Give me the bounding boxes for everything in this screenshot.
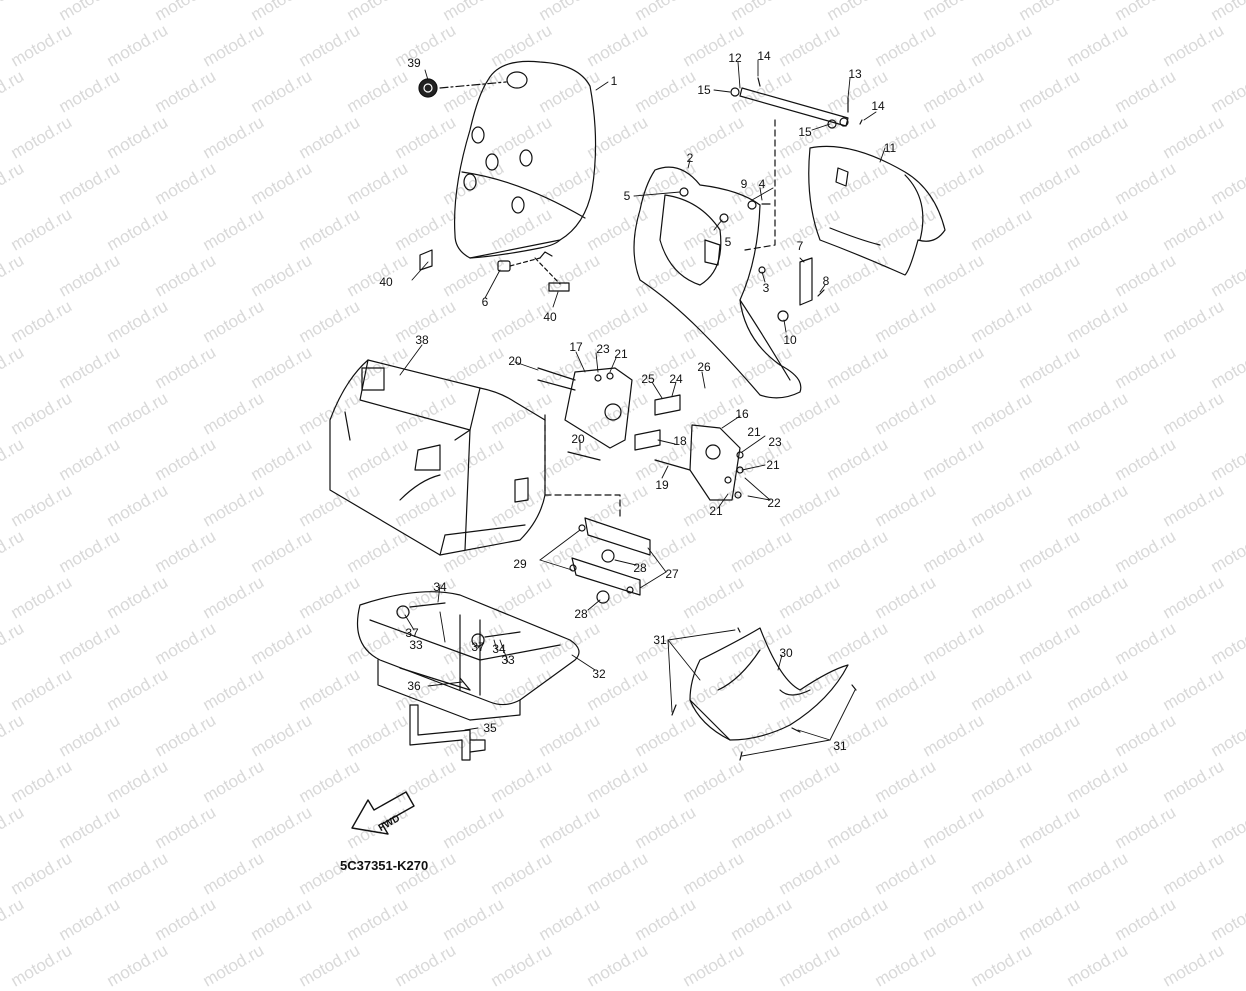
callout-number: 38 xyxy=(415,333,429,347)
callout-number: 39 xyxy=(407,56,421,70)
part-mount-plate-27 xyxy=(569,517,651,604)
part-windshield xyxy=(454,60,597,259)
callout-number: 31 xyxy=(833,739,847,753)
callout-number: 26 xyxy=(697,360,711,374)
callout-number: 20 xyxy=(571,432,585,446)
callout-number: 40 xyxy=(543,310,557,324)
part-bracket-plate-16 xyxy=(689,424,744,501)
callout-number: 22 xyxy=(767,496,781,510)
callout-number: 21 xyxy=(766,458,780,472)
callout-number: 5 xyxy=(623,189,631,203)
callout-number: 18 xyxy=(673,434,687,448)
watermark-text: motod.ru xyxy=(391,940,460,991)
fwd-arrow-icon xyxy=(351,791,415,835)
callout-number: 7 xyxy=(796,239,804,253)
watermark-text: motod.ru xyxy=(199,940,268,991)
callout-number: 21 xyxy=(614,347,628,361)
watermark-text: motod.ru xyxy=(1159,940,1228,991)
callout-number: 2 xyxy=(686,151,694,165)
part-inner-panel xyxy=(633,166,802,399)
callout-number: 24 xyxy=(669,372,683,386)
callout-number: 40 xyxy=(379,275,393,289)
callout-number: 21 xyxy=(709,504,723,518)
callout-number: 10 xyxy=(783,333,797,347)
callout-number: 27 xyxy=(665,567,679,581)
callout-number: 1 xyxy=(610,74,618,88)
watermark-text: motod.ru xyxy=(1063,940,1132,991)
callout-number: 23 xyxy=(768,435,782,449)
callout-number: 3 xyxy=(762,281,770,295)
callout-number: 37 xyxy=(471,640,485,654)
watermark-text: motod.ru xyxy=(775,940,844,991)
part-small-bracket xyxy=(777,257,825,322)
callout-number: 17 xyxy=(569,340,583,354)
callout-number: 14 xyxy=(757,49,771,63)
part-bolt-9 xyxy=(747,200,757,210)
callout-number: 5 xyxy=(724,235,732,249)
callout-number: 21 xyxy=(747,425,761,439)
callout-number: 32 xyxy=(592,667,606,681)
callout-number: 23 xyxy=(596,342,610,356)
part-bolt-5a xyxy=(679,187,689,197)
part-emblem xyxy=(418,78,507,98)
part-screw-6 xyxy=(497,257,541,272)
watermark-text: motod.ru xyxy=(7,940,76,991)
callout-number: 33 xyxy=(409,638,423,652)
callout-number: 15 xyxy=(798,125,812,139)
callout-number: 31 xyxy=(653,633,667,647)
watermark-text: motod.ru xyxy=(679,940,748,991)
exploded-view-drawing xyxy=(329,59,946,835)
callout-number: 8 xyxy=(822,274,830,288)
callout-number: 4 xyxy=(758,177,766,191)
callout-number: 11 xyxy=(883,141,897,155)
part-stand-bracket xyxy=(409,704,486,761)
callout-number: 16 xyxy=(735,407,749,421)
part-bracket-bar xyxy=(730,77,863,129)
callout-number: 28 xyxy=(574,607,588,621)
part-lower-fairing xyxy=(689,627,849,741)
callout-number: 20 xyxy=(508,354,522,368)
callout-number: 15 xyxy=(697,83,711,97)
callout-number: 9 xyxy=(740,177,748,191)
callout-number: 29 xyxy=(513,557,527,571)
callout-number: 28 xyxy=(633,561,647,575)
callout-number: 34 xyxy=(492,642,506,656)
callout-number: 6 xyxy=(481,295,489,309)
watermark-text: motod.ru xyxy=(487,940,556,991)
callout-number: 14 xyxy=(871,99,885,113)
callout-number: 33 xyxy=(501,653,515,667)
callout-number: 19 xyxy=(655,478,669,492)
part-bolt-5b xyxy=(719,213,729,223)
part-label-a xyxy=(419,249,433,271)
watermark-text: motod.ru xyxy=(295,940,364,991)
callout-number: 37 xyxy=(405,626,419,640)
watermark-text: motod.ru xyxy=(967,940,1036,991)
callout-number: 12 xyxy=(728,51,742,65)
part-label-b xyxy=(548,282,570,292)
watermark-text: motod.ru xyxy=(871,940,940,991)
callout-number: 25 xyxy=(641,372,655,386)
callout-number: 34 xyxy=(433,580,447,594)
part-rack-frame xyxy=(356,591,580,721)
part-side-cover xyxy=(808,145,946,276)
watermark-text: motod.ru xyxy=(583,940,652,991)
callout-number: 13 xyxy=(848,67,862,81)
part-storage-box xyxy=(329,359,546,556)
callout-number: 36 xyxy=(407,679,421,693)
part-bracket-plate-17 xyxy=(564,367,633,449)
callout-number: 30 xyxy=(779,646,793,660)
watermark-text: motod.ru xyxy=(103,940,172,991)
callout-number: 35 xyxy=(483,721,497,735)
part-code: 5C37351-K270 xyxy=(340,858,429,873)
